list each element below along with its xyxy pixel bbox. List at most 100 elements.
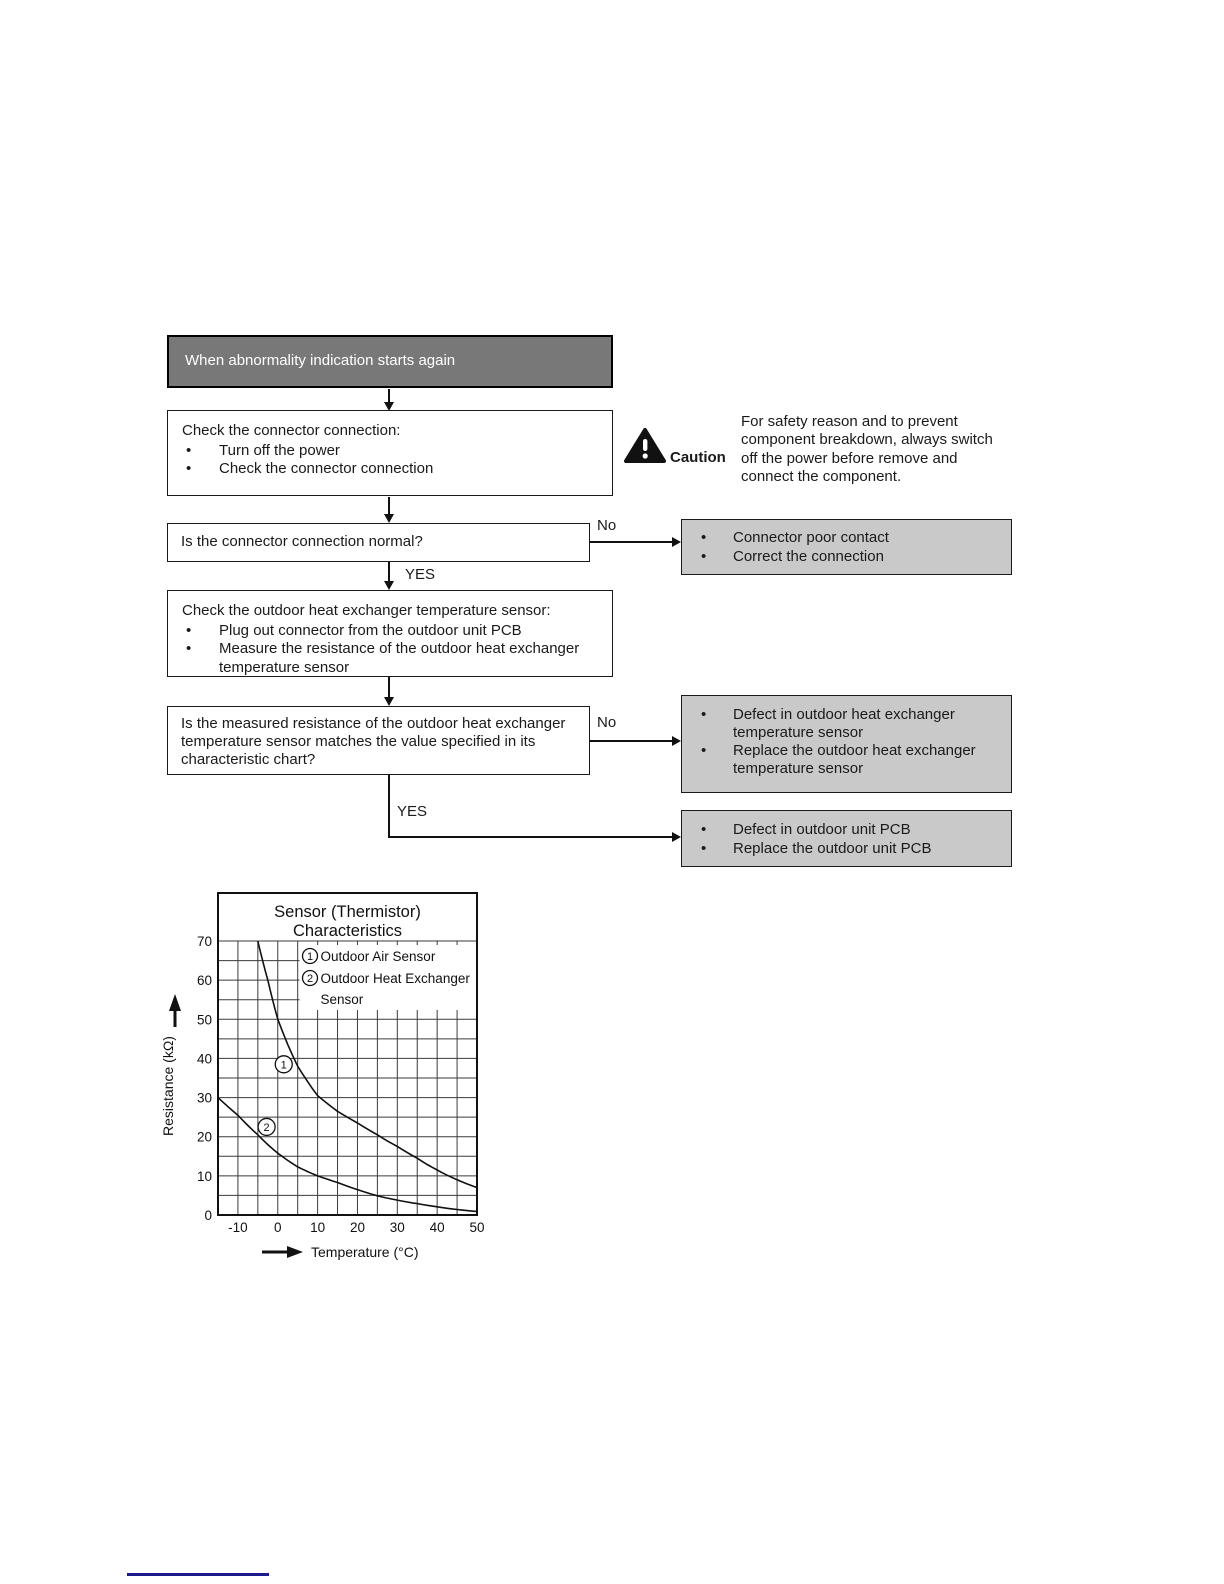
curve-marker-icon [274,1055,293,1074]
list-item: Defect in outdoor unit PCB [682,820,1011,839]
result3-bullet-1: Defect in outdoor unit PCB [733,821,911,838]
bullet-icon [182,640,219,659]
x-tick-label: -10 [228,1220,248,1235]
connector-line [590,541,674,543]
chart-title: Sensor (Thermistor) [274,903,421,921]
y-tick-label: 70 [197,934,212,949]
bullet-icon [682,820,733,839]
y-tick-label: 60 [197,973,212,988]
flow-question2-box: Is the measured resistance of the outdoo… [167,706,590,775]
legend-background [299,945,477,1010]
legend-marker-icon [301,969,319,987]
legend-marker-number: 2 [307,973,313,985]
curve-marker-number: 1 [281,1059,287,1071]
caution-text-line: off the power before remove and [741,449,958,467]
bullet-icon [682,742,733,760]
step2-title: Check the outdoor heat exchanger tempera… [182,602,551,619]
x-tick-label: 30 [390,1220,405,1235]
y-tick-label: 10 [197,1169,212,1184]
list-item: Measure the resistance of the outdoor he… [182,640,606,677]
caution-text-line: connect the component. [741,467,902,485]
step1-bullet-1: Turn off the power [219,441,340,459]
footer-rule [127,1573,269,1576]
flow-result1-box: Connector poor contact Correct the conne… [681,519,1012,575]
list-item: Plug out connector from the outdoor unit… [182,622,606,641]
result1-bullet-1: Connector poor contact [733,529,889,546]
connector-line [388,497,390,515]
bullet-icon [682,547,733,566]
series-curve-1 [257,940,478,1189]
question2-text: Is the measured resistance of the outdoo… [181,715,566,768]
legend-label: Outdoor Heat Exchanger [321,971,471,986]
x-tick-label: 0 [274,1220,282,1235]
y-tick-label: 20 [197,1130,212,1145]
yes-label: YES [405,566,436,583]
arrow-right-icon [672,832,681,842]
legend-marker-icon [301,947,319,965]
step1-title: Check the connector connection: [182,422,401,439]
connector-line [388,562,390,582]
result1-bullet-2: Correct the connection [733,548,884,565]
arrow-down-icon [384,697,394,706]
caution-text-line: For safety reason and to prevent [741,413,958,430]
flow-step2-box: Check the outdoor heat exchanger tempera… [167,590,613,677]
result3-bullet-2: Replace the outdoor unit PCB [733,840,932,857]
list-item: Check the connector connection [182,460,606,479]
connector-line [589,740,674,742]
y-axis-label: Resistance (kΩ) [160,1036,176,1136]
caution-text: For safety reason and to prevent compone… [741,413,993,486]
x-axis-label: Temperature (°C) [311,1244,419,1260]
y-tick-label: 40 [197,1051,212,1066]
connector-line [388,389,390,403]
caution-label: Caution [670,449,726,466]
legend-label: Sensor [321,992,364,1007]
y-tick-label: 50 [197,1012,212,1027]
list-item: Correct the connection [682,547,1011,566]
no-label: No [597,517,617,534]
list-item: Replace the outdoor heat exchanger tempe… [682,742,1011,778]
list-item: Replace the outdoor unit PCB [682,839,1011,858]
result2-bullet-2: Replace the outdoor heat exchanger tempe… [733,742,976,777]
flow-question1-box: Is the connector connection normal? [167,523,590,562]
legend-marker-number: 1 [307,951,313,963]
series-curve-2 [217,1097,478,1213]
connector-line [388,836,674,838]
flow-step1-box: Check the connector connection: Turn off… [167,410,613,496]
bullet-icon [682,706,733,724]
caution-triangle-icon [624,428,666,463]
question1-text: Is the connector connection normal? [181,533,423,551]
list-item: Turn off the power [182,442,606,461]
x-tick-label: 20 [350,1220,365,1235]
arrow-down-icon [384,514,394,523]
arrow-down-icon [384,402,394,411]
flow-result2-box: Defect in outdoor heat exchanger tempera… [681,695,1012,793]
connector-line [388,775,390,838]
y-tick-label: 0 [204,1208,212,1223]
bullet-icon [682,528,733,547]
bullet-icon [182,460,219,479]
x-tick-label: 10 [310,1220,325,1235]
legend-label: Outdoor Air Sensor [321,949,436,964]
flow-start-box: When abnormality indication starts again [167,335,613,388]
arrow-down-icon [384,581,394,590]
curve-marker-number: 2 [264,1122,270,1134]
x-tick-label: 50 [469,1220,484,1235]
step1-bullet-2: Check the connector connection [219,460,434,477]
arrow-right-icon [672,736,681,746]
caution-text-line: component breakdown, always switch [741,431,993,449]
result2-bullet-1: Defect in outdoor heat exchanger tempera… [733,706,955,741]
bullet-icon [682,839,733,858]
y-axis-arrow-head-icon [169,994,181,1011]
y-tick-label: 30 [197,1091,212,1106]
list-item: Connector poor contact [682,528,1011,547]
x-axis-arrow-head-icon [287,1246,303,1258]
x-tick-label: 40 [430,1220,445,1235]
arrow-right-icon [672,537,681,547]
flow-result3-box: Defect in outdoor unit PCB Replace the o… [681,810,1012,867]
curve-marker-icon [257,1117,276,1137]
flow-start-label: When abnormality indication starts again [185,352,456,370]
yes-label: YES [397,803,428,820]
plot-frame [217,892,478,1216]
